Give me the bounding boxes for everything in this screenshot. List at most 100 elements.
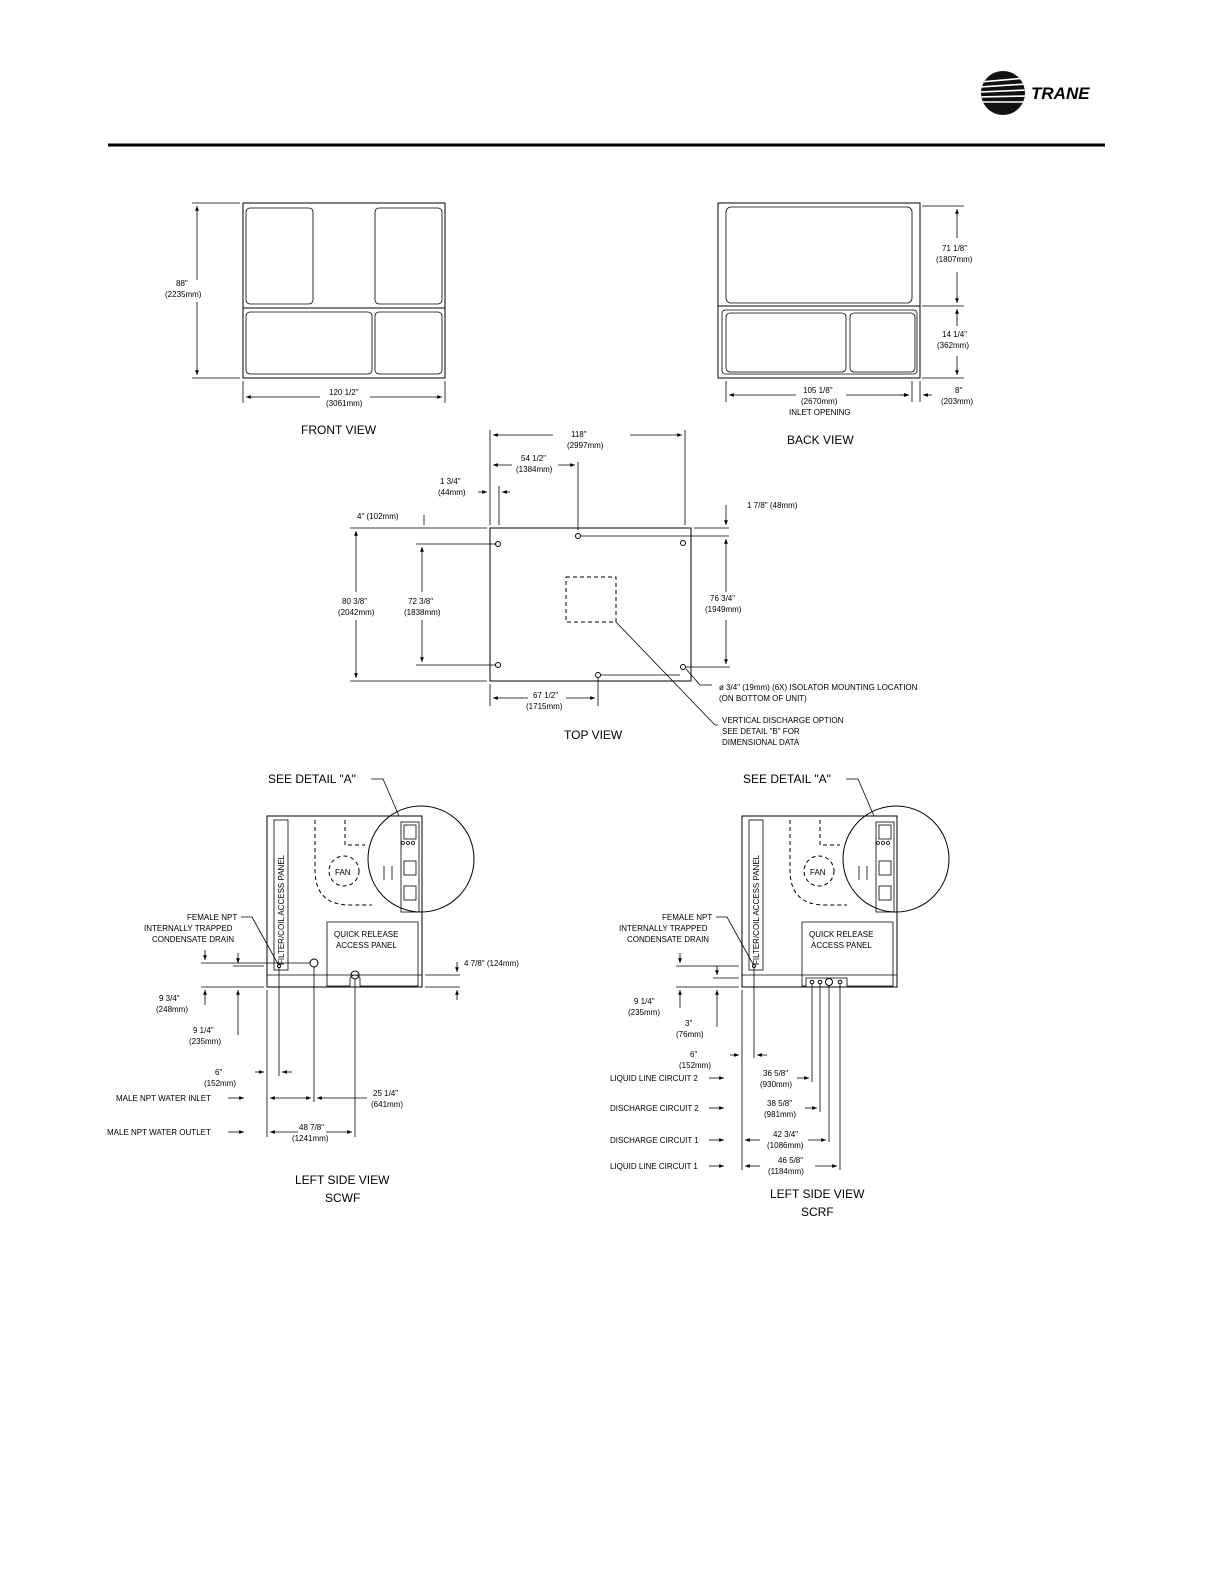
front-view-title: FRONT VIEW [301, 423, 377, 437]
scwf-d4-mm: (641mm) [371, 1100, 403, 1109]
scrf-ll2-mm: (930mm) [760, 1080, 792, 1089]
back-offset-mm: (203mm) [941, 397, 973, 406]
scwf-d1-mm: (248mm) [156, 1005, 188, 1014]
scwf-qr-line1: QUICK RELEASE [334, 930, 398, 939]
scrf-liquid-line-2 [809, 979, 815, 985]
scwf-quick-release-panel [326, 921, 419, 987]
scrf-drain-line3: CONDENSATE DRAIN [627, 935, 709, 944]
scrf-title-1: LEFT SIDE VIEW [770, 1187, 865, 1201]
top-view-title: TOP VIEW [564, 728, 623, 742]
left-side-view-scwf: SEE DETAIL "A" FILTER/COIL ACCESS PANEL … [107, 772, 519, 1205]
top-edge-mm: (44mm) [438, 488, 466, 497]
scwf-water-inlet [309, 958, 319, 968]
trane-logo-icon [981, 71, 1025, 115]
discharge-label-3: DIMENSIONAL DATA [722, 738, 800, 747]
top-depth-mm: (2042mm) [338, 608, 375, 617]
back-lower-in: 14 1/4" [942, 330, 967, 339]
front-height-mm: (2235mm) [165, 290, 202, 299]
top-mid-in: 54 1/2" [521, 454, 546, 463]
scrf-see-detail: SEE DETAIL "A" [743, 772, 831, 786]
scwf-filter-panel [273, 819, 289, 971]
scwf-drain-line3: CONDENSATE DRAIN [152, 935, 234, 944]
scwf-d1-in: 9 3/4" [159, 994, 180, 1003]
back-upper-mm: (1807mm) [936, 255, 973, 264]
scrf-dc2-label: DISCHARGE CIRCUIT 2 [610, 1104, 699, 1113]
scwf-title-2: SCWF [325, 1191, 360, 1205]
scwf-panel-label: FILTER/COIL ACCESS PANEL [277, 854, 286, 965]
isolator-hole [495, 533, 686, 678]
scrf-d3-in: 6" [690, 1050, 697, 1059]
front-height-in: 88" [176, 279, 188, 288]
scwf-right-dim: 4 7/8" (124mm) [464, 959, 519, 968]
front-width-in: 120 1/2" [329, 388, 359, 397]
discharge-label-1: VERTICAL DISCHARGE OPTION [722, 716, 844, 725]
top-overall-mm: (2997mm) [567, 441, 604, 450]
scwf-outlet-label: MALE NPT WATER OUTLET [107, 1128, 211, 1137]
top-right-depth-in: 76 3/4" [710, 594, 735, 603]
scrf-fan-label: FAN [810, 868, 826, 877]
scwf-d2-mm: (235mm) [189, 1037, 221, 1046]
top-overall-in: 118" [571, 430, 587, 439]
scwf-d3-in: 6" [215, 1068, 222, 1077]
scrf-d1-mm: (235mm) [628, 1008, 660, 1017]
top-inner-depth-in: 72 3/8" [408, 597, 433, 606]
scrf-ll2-in: 36 5/8" [763, 1069, 788, 1078]
scrf-discharge-1 [825, 978, 833, 986]
back-inlet-label: INLET OPENING [789, 408, 851, 417]
scrf-discharge-2 [817, 979, 823, 985]
isolator-label-1: ø 3/4" (19mm) (6X) ISOLATOR MOUNTING LOC… [719, 683, 918, 692]
scrf-dc1-label: DISCHARGE CIRCUIT 1 [610, 1136, 699, 1145]
scrf-detail-a-circle [842, 805, 950, 913]
scwf-qr-line2: ACCESS PANEL [336, 941, 397, 950]
top-mid-mm: (1384mm) [516, 465, 553, 474]
back-inlet-in: 105 1/8" [803, 386, 833, 395]
scwf-detail-a-circle [367, 805, 475, 913]
back-view: 71 1/8" (1807mm) 14 1/4" (362mm) 105 1/8… [717, 202, 973, 447]
scrf-unit-outline [741, 815, 898, 988]
scwf-d3-mm: (152mm) [204, 1079, 236, 1088]
scrf-drain-line1: FEMALE NPT [662, 913, 712, 922]
scwf-title-1: LEFT SIDE VIEW [295, 1173, 390, 1187]
top-right-offset: 1 7/8" (48mm) [747, 501, 798, 510]
back-lower-mm: (362mm) [937, 341, 969, 350]
back-upper-in: 71 1/8" [942, 244, 967, 253]
scwf-d5-in: 48 7/8" [299, 1123, 324, 1132]
scrf-condensate-drain [752, 964, 756, 968]
top-right-depth-mm: (1949mm) [705, 605, 742, 614]
scrf-d3-mm: (152mm) [679, 1061, 711, 1070]
scrf-title-2: SCRF [801, 1205, 834, 1219]
scrf-dc2-mm: (981mm) [764, 1110, 796, 1119]
scrf-qr-line2: ACCESS PANEL [811, 941, 872, 950]
scrf-ll1-label: LIQUID LINE CIRCUIT 1 [610, 1162, 698, 1171]
scrf-qr-line1: QUICK RELEASE [809, 930, 873, 939]
scrf-liquid-line-1 [837, 979, 843, 985]
scrf-drain-line2: INTERNALLY TRAPPED [619, 924, 708, 933]
scrf-dc2-in: 38 5/8" [767, 1099, 792, 1108]
top-view-outline [489, 527, 692, 682]
scwf-d2-in: 9 1/4" [193, 1026, 214, 1035]
scwf-fan-label: FAN [335, 868, 351, 877]
scwf-see-detail: SEE DETAIL "A" [268, 772, 356, 786]
left-side-view-scrf: SEE DETAIL "A" FILTER/COIL ACCESS PANEL … [610, 772, 950, 1219]
scrf-d1-in: 9 1/4" [634, 997, 655, 1006]
scrf-panel-label: FILTER/COIL ACCESS PANEL [752, 854, 761, 965]
scrf-d2-mm: (76mm) [676, 1030, 704, 1039]
scwf-d5-mm: (1241mm) [292, 1134, 329, 1143]
scrf-dc1-in: 42 3/4" [773, 1130, 798, 1139]
top-left-offset: 4" (102mm) [357, 512, 399, 521]
scrf-ll2-label: LIQUID LINE CIRCUIT 2 [610, 1074, 698, 1083]
scrf-ll1-mm: (1184mm) [768, 1167, 804, 1176]
scrf-ll1-in: 46 5/8" [778, 1156, 803, 1165]
back-view-title: BACK VIEW [787, 433, 854, 447]
top-bottom-in: 67 1/2" [533, 691, 558, 700]
scrf-quick-release-panel [801, 921, 894, 987]
discharge-label-2: SEE DETAIL "B" FOR [722, 727, 800, 736]
top-edge-in: 1 3/4" [440, 477, 461, 486]
front-view-outline [242, 202, 446, 379]
scrf-filter-panel [748, 819, 764, 971]
back-view-outline [717, 202, 921, 379]
front-width-mm: (3061mm) [326, 399, 363, 408]
back-offset-in: 8" [955, 386, 962, 395]
scwf-condensate-drain [277, 964, 281, 968]
vertical-discharge-outline [565, 576, 617, 623]
